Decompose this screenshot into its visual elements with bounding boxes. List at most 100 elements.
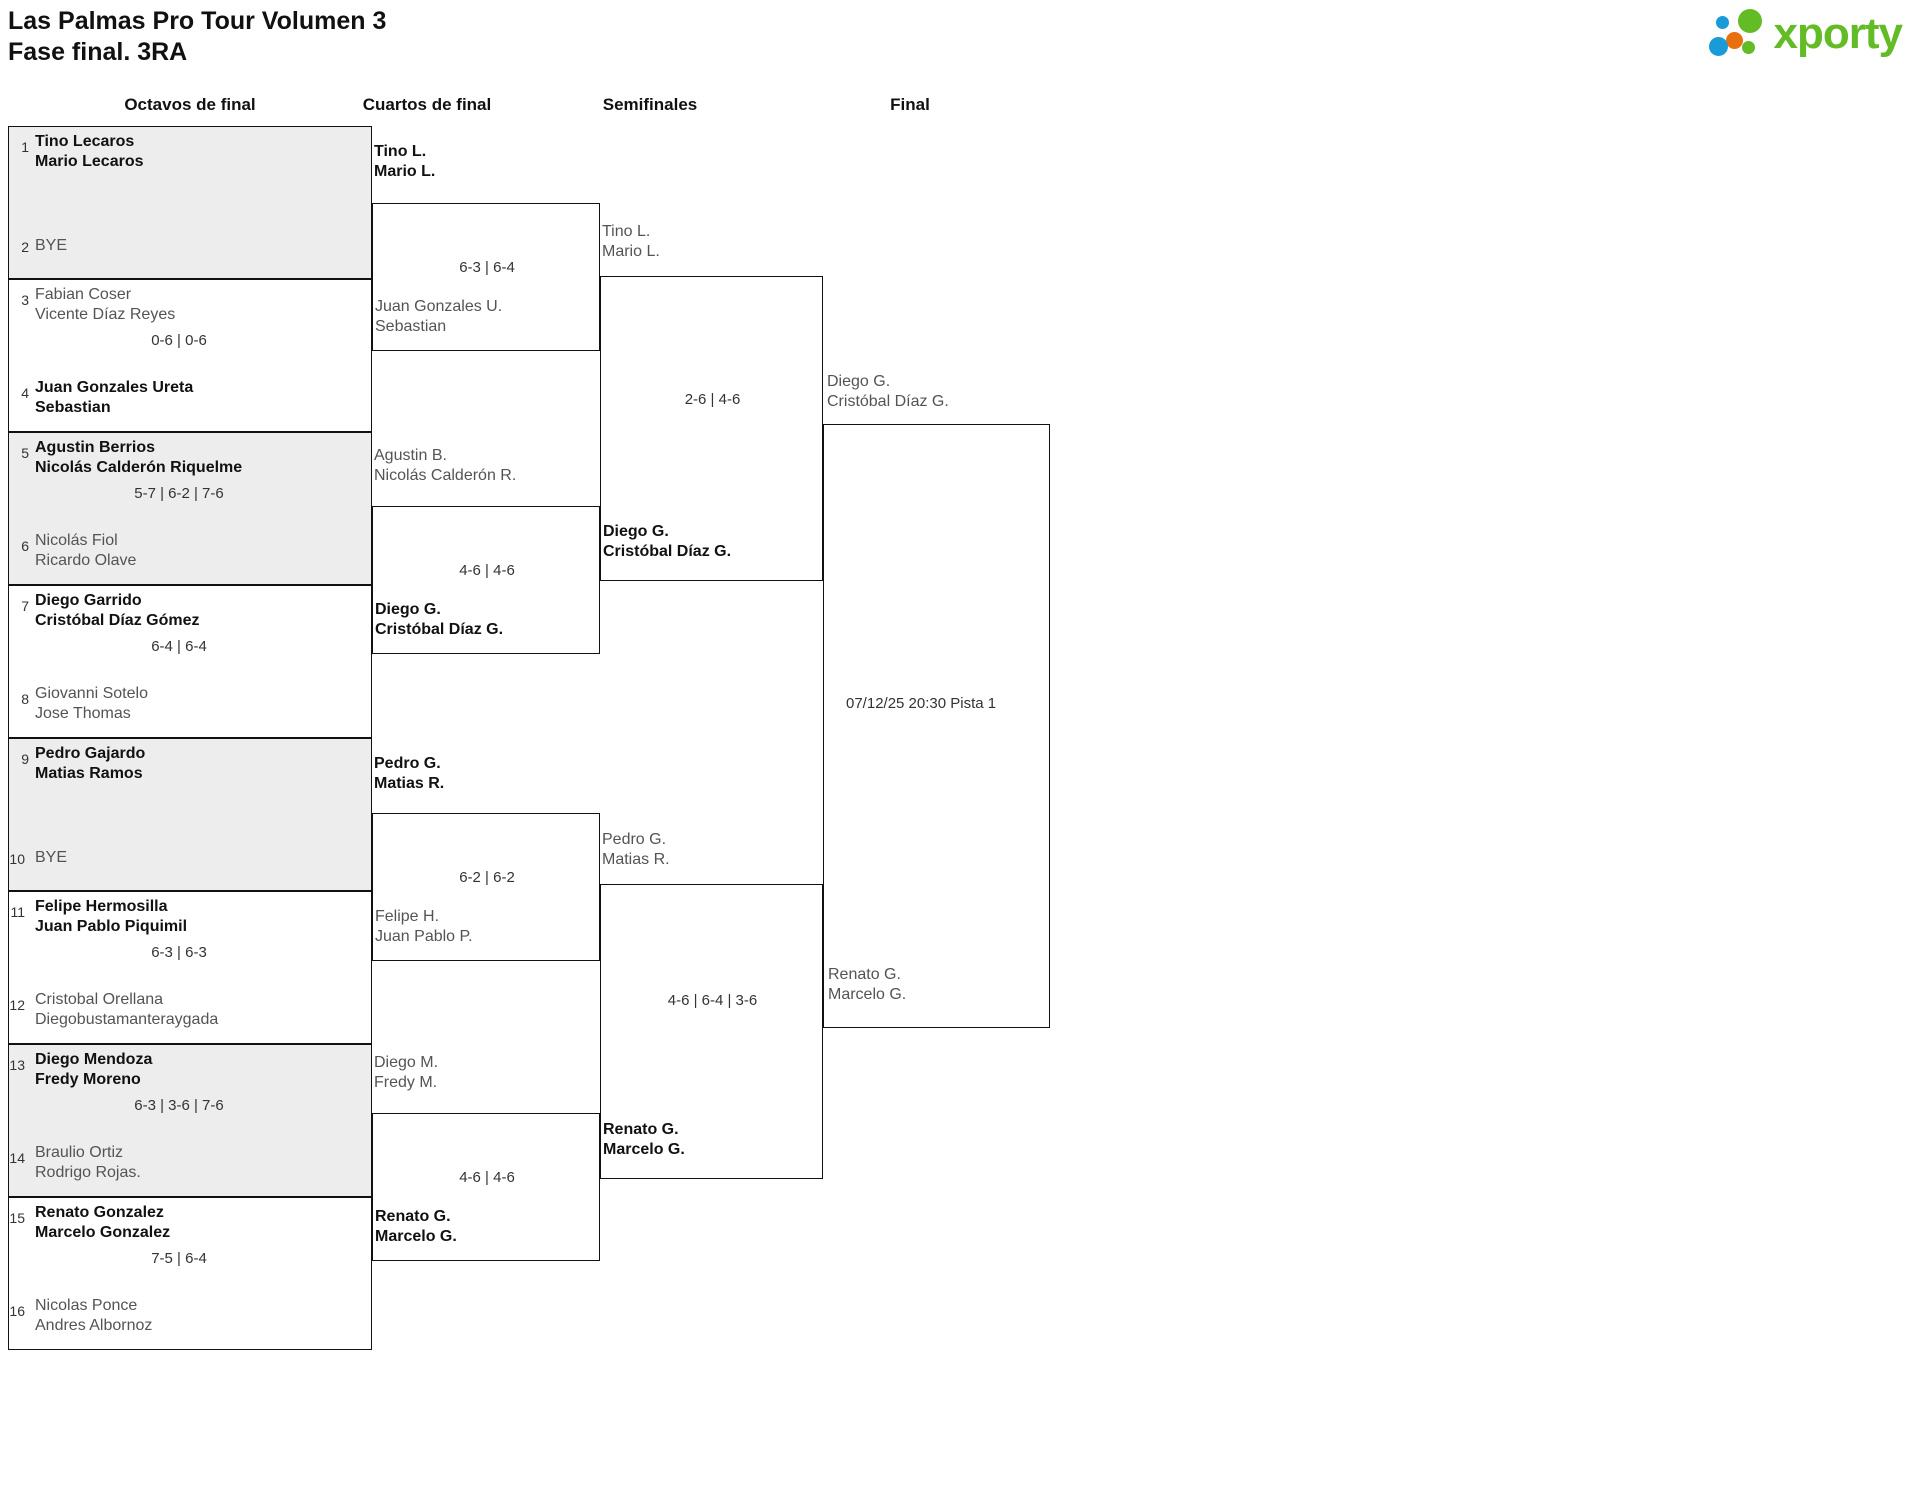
team-name-line2: Andres Albornoz [35,1317,153,1334]
bye-label: BYE [35,849,68,866]
team-name-line2: Vicente Díaz Reyes [35,306,176,323]
team-name-line1: Tino Lecaros [35,133,135,150]
team-name-line1: Diego G. [375,601,441,618]
team-name-line1: Diego M. [374,1054,439,1071]
team-name-line2: Marcelo Gonzalez [35,1224,171,1241]
team-name-line2: Cristóbal Díaz G. [827,393,949,410]
qf-match-3[interactable]: 6-2 | 6-2 Felipe H. Juan Pablo P. [372,813,600,961]
team-name-line1: Braulio Ortiz [35,1144,124,1161]
team-name-line1: Renato G. [375,1208,451,1225]
team-name-line1: Pedro Gajardo [35,745,146,762]
team-name-line2: Matias R. [602,851,670,868]
team-name-line2: Nicolás Calderón Riquelme [35,459,243,476]
seed-number: 15 [9,1210,25,1226]
match-score: 4-6 | 6-4 | 3-6 [667,992,758,1009]
team-name-line2: Sebastian [375,318,447,335]
seed-number: 12 [9,997,25,1013]
qf-match-4[interactable]: 4-6 | 4-6 Renato G. Marcelo G. [372,1113,600,1261]
team-name-line2: Juan Pablo Piquimil [35,918,188,935]
seed-number: 3 [21,292,29,308]
team-name-line1: Felipe Hermosilla [35,898,168,915]
team-name-line2: Diegobustamanteraygada [35,1011,219,1028]
team-name-line1: Diego Mendoza [35,1051,153,1068]
sf-match-2-top-team[interactable]: Pedro G. Matias R. [602,830,822,880]
team-name-line2: Ricardo Olave [35,552,137,569]
team-name-line2: Jose Thomas [35,705,131,722]
r16-match-3[interactable]: 5 Agustin Berrios Nicolás Calderón Rique… [8,432,372,585]
team-name-line2: Fredy Moreno [35,1071,141,1088]
team-name-line1: Pedro G. [374,755,441,772]
team-name-line1: Renato G. [603,1121,679,1138]
r16-match-7[interactable]: 13 Diego Mendoza Fredy Moreno 6-3 | 3-6 … [8,1044,372,1197]
team-name-line2: Nicolás Calderón R. [374,467,517,484]
qf-match-3-top-team[interactable]: Pedro G. Matias R. [374,754,594,804]
team-name-line1: Juan Gonzales Ureta [35,379,194,396]
sf-match-2[interactable]: 4-6 | 6-4 | 3-6 Renato G. Marcelo G. [600,884,823,1179]
r16-match-8[interactable]: 15 Renato Gonzalez Marcelo Gonzalez 7-5 … [8,1197,372,1350]
team-name-line2: Marcelo G. [603,1141,685,1158]
match-score: 6-4 | 6-4 [151,638,207,655]
match-score: 0-6 | 0-6 [151,332,207,349]
bye-label: BYE [35,237,68,254]
team-name-line2: Mario Lecaros [35,153,144,170]
team-name-line1: Juan Gonzales U. [375,298,503,315]
final-schedule: 07/12/25 20:30 Pista 1 [846,695,997,712]
final-match[interactable]: 07/12/25 20:30 Pista 1 Renato G. Marcelo… [823,424,1050,1028]
team-name-line2: Marcelo G. [375,1228,457,1245]
seed-number: 13 [9,1057,25,1073]
seed-number: 4 [21,385,29,401]
qf-match-1[interactable]: 6-3 | 6-4 Juan Gonzales U. Sebastian [372,203,600,351]
team-name-line2: Cristóbal Díaz G. [375,621,504,638]
qf-match-2-top-team[interactable]: Agustin B. Nicolás Calderón R. [374,446,634,496]
seed-number: 16 [9,1303,25,1319]
match-score: 6-2 | 6-2 [459,869,515,886]
team-name-line1: Giovanni Sotelo [35,685,148,702]
seed-number: 1 [21,139,29,155]
team-name-line1: Fabian Coser [35,286,132,303]
seed-number: 9 [21,751,29,767]
team-name-line1: Diego G. [827,373,891,390]
qf-match-2[interactable]: 4-6 | 4-6 Diego G. Cristóbal Díaz G. [372,506,600,654]
final-top-team[interactable]: Diego G. Cristóbal Díaz G. [827,372,1087,422]
team-name-line2: Mario L. [374,163,436,180]
r16-match-2[interactable]: 3 Fabian Coser Vicente Díaz Reyes 0-6 | … [8,279,372,432]
qf-match-1-top-team[interactable]: Tino L. Mario L. [374,142,594,192]
page-title: Las Palmas Pro Tour Volumen 3 Fase final… [8,6,386,68]
match-score: 4-6 | 4-6 [459,562,515,579]
team-name-line1: Nicolas Ponce [35,1297,138,1314]
team-name-line1: Agustin Berrios [35,439,156,456]
team-name-line1: Diego G. [603,523,669,540]
round-header-final: Final [890,95,930,114]
round-header-octavos: Octavos de final [124,95,256,114]
logo-dots-icon [1708,8,1766,60]
team-name-line1: Pedro G. [602,831,667,848]
tournament-title-line1: Las Palmas Pro Tour Volumen 3 [8,7,387,35]
team-name-line2: Matias Ramos [35,765,143,782]
team-name-line2: Cristóbal Díaz G. [603,543,732,560]
team-name-line2: Mario L. [602,243,660,260]
match-score: 6-3 | 6-4 [459,259,515,276]
team-name-line1: Diego Garrido [35,592,142,609]
seed-number: 6 [21,538,29,554]
r16-match-4[interactable]: 7 Diego Garrido Cristóbal Díaz Gómez 6-4… [8,585,372,738]
r16-match-5[interactable]: 9 Pedro Gajardo Matias Ramos 10 BYE [8,738,372,891]
team-name-line2: Sebastian [35,399,111,416]
team-name-line1: Agustin B. [374,447,447,464]
team-name-line2: Marcelo G. [828,986,907,1003]
qf-match-4-top-team[interactable]: Diego M. Fredy M. [374,1053,594,1103]
seed-number: 10 [9,851,25,867]
match-score: 7-5 | 6-4 [151,1250,207,1267]
team-name-line2: Rodrigo Rojas. [35,1164,141,1181]
sf-match-1[interactable]: 2-6 | 4-6 Diego G. Cristóbal Díaz G. [600,276,823,581]
round-header-semifinales: Semifinales [602,95,698,114]
match-score: 6-3 | 6-3 [151,944,207,961]
r16-match-6[interactable]: 11 Felipe Hermosilla Juan Pablo Piquimil… [8,891,372,1044]
match-score: 2-6 | 4-6 [684,391,741,408]
team-name-line1: Renato G. [828,966,901,983]
team-name-line1: Tino L. [602,223,651,240]
logo-wordmark: xporty [1773,9,1903,58]
sf-match-1-top-team[interactable]: Tino L. Mario L. [602,222,822,272]
r16-match-1[interactable]: 1 Tino Lecaros Mario Lecaros 2 BYE [8,126,372,279]
team-name-line2: Juan Pablo P. [375,928,473,945]
